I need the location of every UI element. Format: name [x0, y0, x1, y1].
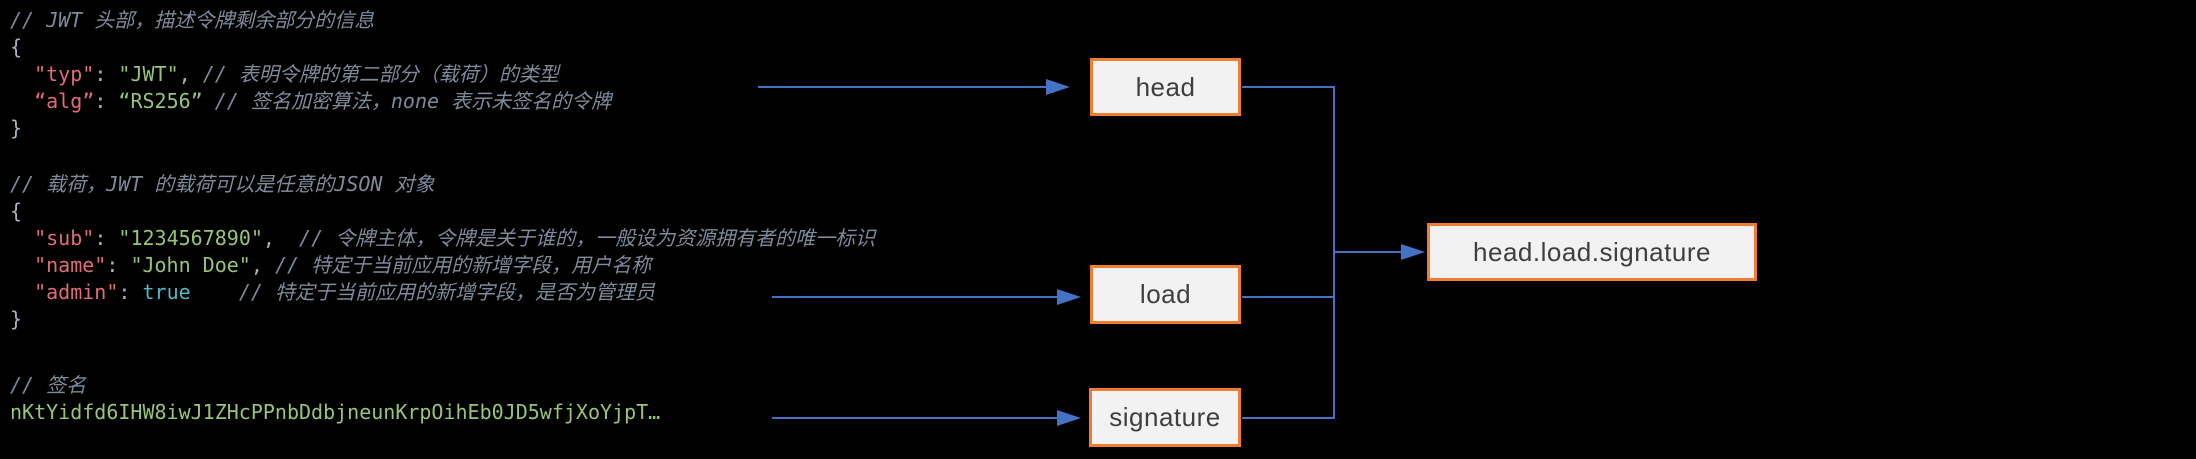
node-head-label: head	[1135, 71, 1196, 102]
node-load-label: load	[1139, 279, 1192, 309]
merge-connector	[1242, 86, 1335, 419]
code-line: // 载荷，JWT 的载荷可以是任意的JSON 对象	[10, 171, 875, 198]
code-token-key: "name"	[34, 253, 107, 277]
code-line: }	[10, 115, 611, 142]
arrowhead-payload-to-load-icon	[1057, 289, 1081, 305]
code-line: {	[10, 198, 875, 225]
code-line: "admin": true // 特定于当前应用的新增字段，是否为管理员	[10, 279, 875, 306]
node-load: load	[1090, 265, 1241, 324]
code-line: "sub": "1234567890", // 令牌主体，令牌是关于谁的，一般设…	[10, 225, 875, 252]
arrowhead-signature-to-box-icon	[1057, 410, 1081, 426]
code-block-jwt-signature: // 签名 nKtYidfd6IHW8iwJ1ZHcPPnbDdbjneunKrp…	[10, 372, 660, 426]
code-line: }	[10, 306, 875, 333]
code-token-plain: {	[10, 199, 23, 223]
code-token-string: “RS256”	[118, 89, 203, 113]
code-token-plain: :	[94, 226, 119, 250]
node-head: head	[1090, 58, 1241, 116]
code-token-plain: :	[94, 62, 119, 86]
code-token-string: nKtYidfd6IHW8iwJ1ZHcPPnbDdbjneunKrpOihEb…	[10, 400, 661, 424]
code-token-comment: // 令牌主体，令牌是关于谁的，一般设为资源拥有者的唯一标识	[299, 226, 876, 250]
code-token-bool: true	[142, 280, 191, 304]
code-block-jwt-header: // JWT 头部，描述令牌剩余部分的信息 { "typ": "JWT", // …	[10, 7, 611, 142]
code-token-key: "typ"	[34, 62, 95, 86]
code-token-plain: ,	[178, 62, 203, 86]
arrowhead-header-to-head-icon	[1046, 79, 1070, 95]
code-line: "name": "John Doe", // 特定于当前应用的新增字段，用户名称	[10, 252, 875, 279]
code-token-plain	[10, 62, 34, 86]
code-token-plain: :	[94, 89, 119, 113]
code-token-key: “alg”	[34, 89, 95, 113]
code-token-comment: // 签名	[10, 373, 87, 397]
code-token-plain	[10, 253, 34, 277]
code-token-comment: // 特定于当前应用的新增字段，用户名称	[274, 253, 652, 277]
node-combined-token: head.load.signature	[1427, 223, 1757, 281]
code-token-string: "JWT"	[118, 62, 179, 86]
code-token-plain: {	[10, 35, 23, 59]
code-token-plain	[10, 226, 34, 250]
code-block-jwt-payload: // 载荷，JWT 的载荷可以是任意的JSON 对象 { "sub": "1234…	[10, 171, 875, 333]
code-token-string: "1234567890"	[118, 226, 263, 250]
code-token-plain: :	[118, 280, 143, 304]
code-token-comment: // 载荷，JWT 的载荷可以是任意的JSON 对象	[10, 172, 435, 196]
code-token-comment: // 特定于当前应用的新增字段，是否为管理员	[238, 280, 655, 304]
node-signature: signature	[1089, 388, 1241, 447]
code-token-plain	[10, 89, 34, 113]
code-token-string: "John Doe"	[130, 253, 251, 277]
code-token-plain: }	[10, 116, 23, 140]
code-line: nKtYidfd6IHW8iwJ1ZHcPPnbDdbjneunKrpOihEb…	[10, 399, 660, 426]
code-line: // 签名	[10, 372, 660, 399]
code-token-plain: :	[106, 253, 131, 277]
code-token-plain	[10, 280, 34, 304]
node-signature-label: signature	[1109, 402, 1221, 432]
code-token-key: "admin"	[34, 280, 119, 304]
code-line: “alg”: “RS256” // 签名加密算法，none 表示未签名的令牌	[10, 88, 611, 115]
node-combined-token-label: head.load.signature	[1473, 236, 1711, 267]
arrowhead-bus-to-combined-icon	[1401, 244, 1425, 260]
code-token-comment: // JWT 头部，描述令牌剩余部分的信息	[10, 8, 375, 32]
code-line: {	[10, 34, 611, 61]
code-line: // JWT 头部，描述令牌剩余部分的信息	[10, 7, 611, 34]
code-line: "typ": "JWT", // 表明令牌的第二部分（载荷）的类型	[10, 61, 611, 88]
code-token-plain	[191, 280, 239, 304]
code-token-comment: // 签名加密算法，none 表示未签名的令牌	[214, 89, 612, 113]
code-token-plain	[203, 89, 215, 113]
code-token-plain: ,	[250, 253, 275, 277]
code-token-key: "sub"	[34, 226, 95, 250]
code-token-plain: }	[10, 307, 23, 331]
code-token-plain: ,	[262, 226, 300, 250]
code-token-comment: // 表明令牌的第二部分（载荷）的类型	[202, 62, 559, 86]
